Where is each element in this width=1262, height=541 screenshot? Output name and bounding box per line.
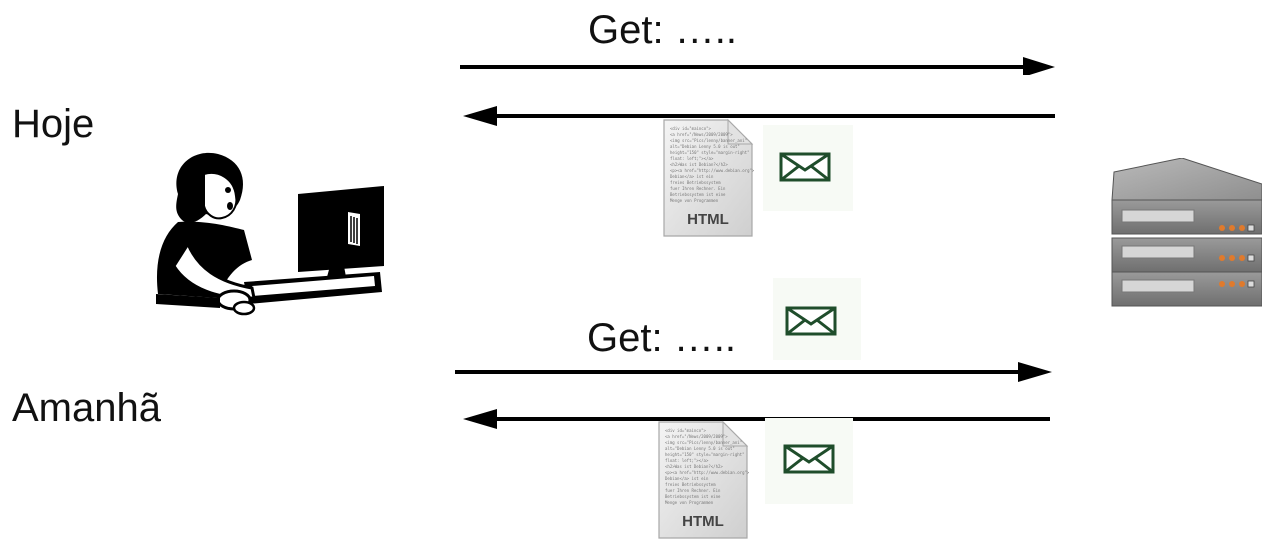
svg-text:freies Betriebssystem: freies Betriebssystem <box>665 482 716 487</box>
request-arrow-today <box>460 57 1055 75</box>
svg-text:<div id="mainco">: <div id="mainco"> <box>670 126 712 131</box>
request-label-tomorrow: Get: ….. <box>587 316 736 360</box>
envelope-icon <box>785 306 837 336</box>
svg-text:fuer Ihren Rechner. Ein: fuer Ihren Rechner. Ein <box>670 186 726 191</box>
svg-text:fuer Ihren Rechner. Ein: fuer Ihren Rechner. Ein <box>665 488 721 493</box>
svg-text:freies Betriebssystem: freies Betriebssystem <box>670 180 721 185</box>
svg-text:<a href="/News/2009/2009">: <a href="/News/2009/2009"> <box>670 132 733 137</box>
row-label-today: Hoje <box>12 102 95 146</box>
svg-text:alt="Debian Lenny 5.0 is out": alt="Debian Lenny 5.0 is out" <box>665 446 735 451</box>
svg-text:<h2>Was ist Debian?</h2>: <h2>Was ist Debian?</h2> <box>670 162 728 167</box>
person-at-computer-icon <box>156 152 384 316</box>
svg-text:<div id="mainco">: <div id="mainco"> <box>665 428 707 433</box>
svg-text:Debian</a> ist ein: Debian</a> ist ein <box>665 476 709 481</box>
request-arrow-tomorrow <box>455 362 1052 382</box>
svg-text:Debian</a> ist ein: Debian</a> ist ein <box>670 174 714 179</box>
svg-text:Menge von Programmen: Menge von Programmen <box>670 198 719 203</box>
document-caption-today: HTML <box>687 211 729 228</box>
row-label-tomorrow: Amanhã <box>12 386 161 430</box>
envelope-icon <box>783 444 835 474</box>
svg-text:<p><a href="http://www.debian.: <p><a href="http://www.debian.org"> <box>670 168 754 173</box>
svg-text:<h2>Was ist Debian?</h2>: <h2>Was ist Debian?</h2> <box>665 464 723 469</box>
response-arrow-today <box>463 106 1055 126</box>
svg-text:height="150" style="margin-rig: height="150" style="margin-right" <box>665 452 744 457</box>
svg-text:float: left;"></a>: float: left;"></a> <box>670 156 714 161</box>
envelope-icon <box>779 152 831 182</box>
svg-text:float: left;"></a>: float: left;"></a> <box>665 458 709 463</box>
svg-text:<p><a href="http://www.debian.: <p><a href="http://www.debian.org"> <box>665 470 749 475</box>
svg-text:Betriebssystem ist eine: Betriebssystem ist eine <box>665 494 721 499</box>
svg-text:<img src="Pics/lenny/banner_an: <img src="Pics/lenny/banner_ani" <box>670 138 747 143</box>
request-label-today: Get: ….. <box>588 8 737 52</box>
svg-text:<a href="/News/2009/2009">: <a href="/News/2009/2009"> <box>665 434 728 439</box>
svg-text:Menge von Programmen: Menge von Programmen <box>665 500 714 505</box>
html-document-icon: <div id="mainco"> <a href="/News/2009/20… <box>663 118 754 237</box>
response-arrow-tomorrow <box>463 409 1050 429</box>
server-rack-icon <box>1111 158 1262 307</box>
html-document-icon: <div id="mainco"> <a href="/News/2009/20… <box>658 420 749 539</box>
document-caption-tomorrow: HTML <box>682 513 724 530</box>
svg-text:height="150" style="margin-rig: height="150" style="margin-right" <box>670 150 749 155</box>
svg-text:alt="Debian Lenny 5.0 is out": alt="Debian Lenny 5.0 is out" <box>670 144 740 149</box>
svg-text:<img src="Pics/lenny/banner_an: <img src="Pics/lenny/banner_ani" <box>665 440 742 445</box>
svg-text:Betriebssystem ist eine: Betriebssystem ist eine <box>670 192 726 197</box>
